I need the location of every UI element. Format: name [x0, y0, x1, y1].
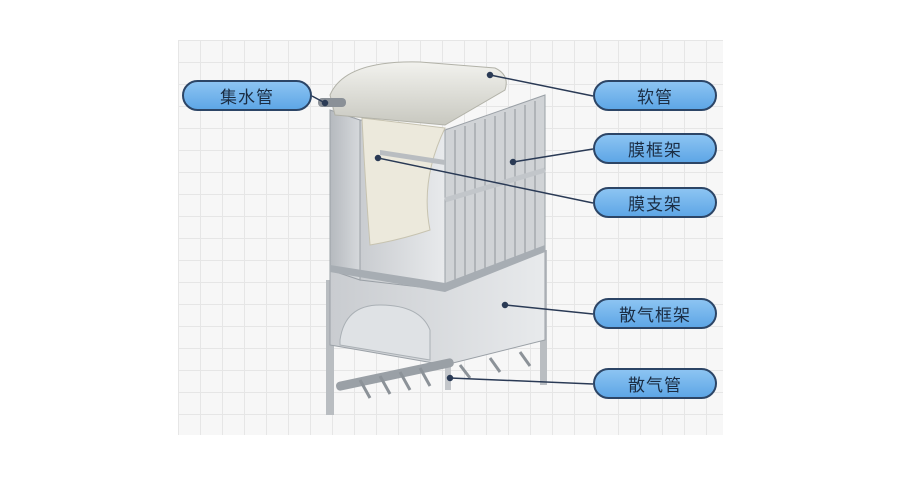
- leader-lines: [311, 71, 594, 385]
- label-aeration-frame: 散气框架: [593, 298, 717, 329]
- aeration-pipe-shape: [336, 351, 532, 399]
- label-membrane-frame: 膜框架: [593, 133, 717, 164]
- membrane-panels: [444, 101, 546, 283]
- membrane-box-side: [329, 109, 361, 281]
- label-collector-pipe: 集水管: [182, 80, 312, 111]
- label-hose: 软管: [593, 80, 717, 111]
- label-membrane-support: 膜支架: [593, 187, 717, 218]
- hose-roll: [329, 61, 507, 126]
- label-aeration-pipe: 散气管: [593, 368, 717, 399]
